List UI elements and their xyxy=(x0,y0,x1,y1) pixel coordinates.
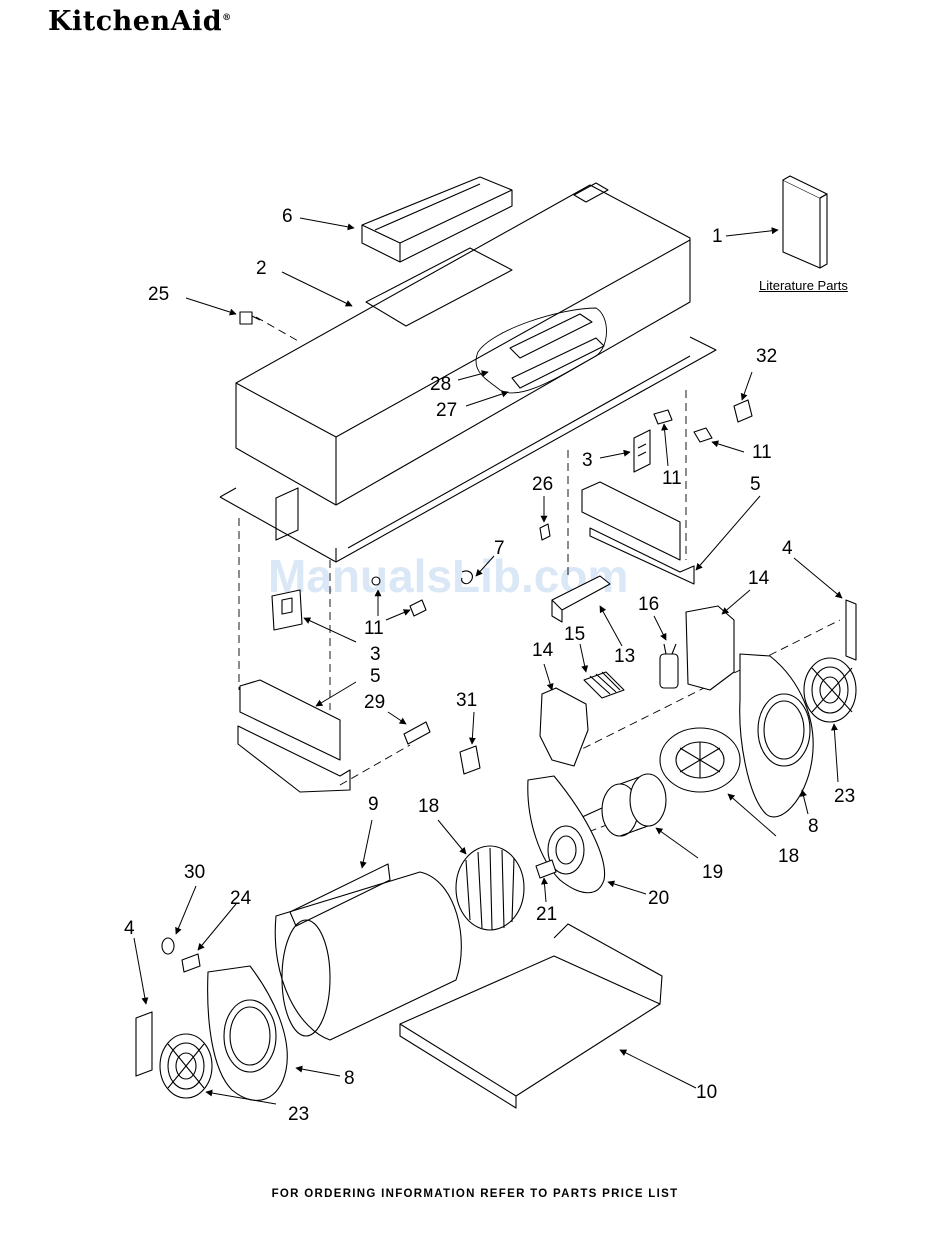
callout-18-left: 18 xyxy=(418,796,439,817)
callout-11-left: 11 xyxy=(364,618,384,639)
callout-24: 24 xyxy=(230,888,252,909)
mounting-rail-lower xyxy=(238,680,350,792)
callout-3-upper: 3 xyxy=(582,450,593,471)
grille-right xyxy=(804,658,856,722)
bracket-32 xyxy=(734,400,752,422)
fastener-21 xyxy=(536,860,556,878)
callout-28: 28 xyxy=(430,374,451,395)
control-switch-upper xyxy=(634,430,650,472)
callout-29: 29 xyxy=(364,692,385,713)
grille-left xyxy=(160,1034,212,1098)
callout-2: 2 xyxy=(256,258,267,279)
part-31 xyxy=(460,746,480,774)
callout-27: 27 xyxy=(436,400,457,421)
terminal-block xyxy=(584,672,624,698)
callout-26: 26 xyxy=(532,474,553,495)
callout-14-right: 14 xyxy=(748,568,770,589)
callout-18-right: 18 xyxy=(778,846,799,867)
callout-8-right: 8 xyxy=(808,816,819,837)
blower-wheel-right xyxy=(660,728,740,792)
callout-1: 1 xyxy=(712,226,723,247)
callout-8-left: 8 xyxy=(344,1068,355,1089)
callout-6: 6 xyxy=(282,206,293,227)
end-plate-left xyxy=(136,1012,152,1076)
callout-23-right: 23 xyxy=(834,786,855,807)
callout-20: 20 xyxy=(648,888,669,909)
callout-31: 31 xyxy=(456,690,477,711)
callout-3-lower: 3 xyxy=(370,644,381,665)
callout-30: 30 xyxy=(184,862,205,883)
callout-7: 7 xyxy=(494,538,505,559)
washer-30 xyxy=(162,938,174,954)
callout-16: 16 xyxy=(638,594,659,615)
blower-housing-left xyxy=(208,966,288,1100)
callout-5-lower: 5 xyxy=(370,666,381,687)
screw-29 xyxy=(404,722,430,744)
motor xyxy=(580,774,666,836)
callout-23-left: 23 xyxy=(288,1104,309,1125)
callout-9: 9 xyxy=(368,794,379,815)
literature-booklet xyxy=(783,176,827,268)
callout-4-left: 4 xyxy=(124,918,135,939)
callout-14-left: 14 xyxy=(532,640,554,661)
capacitor-16 xyxy=(660,644,678,688)
callout-32: 32 xyxy=(756,346,777,367)
callout-4-right: 4 xyxy=(782,538,793,559)
screw-24 xyxy=(182,954,200,972)
blower-wheel-left xyxy=(456,846,524,930)
screw-25 xyxy=(240,312,260,324)
callout-5-upper: 5 xyxy=(750,474,761,495)
screw-26 xyxy=(540,524,550,540)
callout-13: 13 xyxy=(614,646,635,667)
end-plate-right xyxy=(846,600,856,660)
callout-15: 15 xyxy=(564,624,585,645)
callout-25: 25 xyxy=(148,284,169,305)
callout-10: 10 xyxy=(696,1082,717,1103)
callout-11-right: 11 xyxy=(752,442,772,463)
motor-bracket-right xyxy=(686,606,734,690)
motor-bracket-left xyxy=(540,688,588,766)
callout-11-center: 11 xyxy=(662,468,682,489)
control-switch-lower xyxy=(272,590,302,630)
callout-21: 21 xyxy=(536,904,557,925)
callout-19: 19 xyxy=(702,862,723,883)
